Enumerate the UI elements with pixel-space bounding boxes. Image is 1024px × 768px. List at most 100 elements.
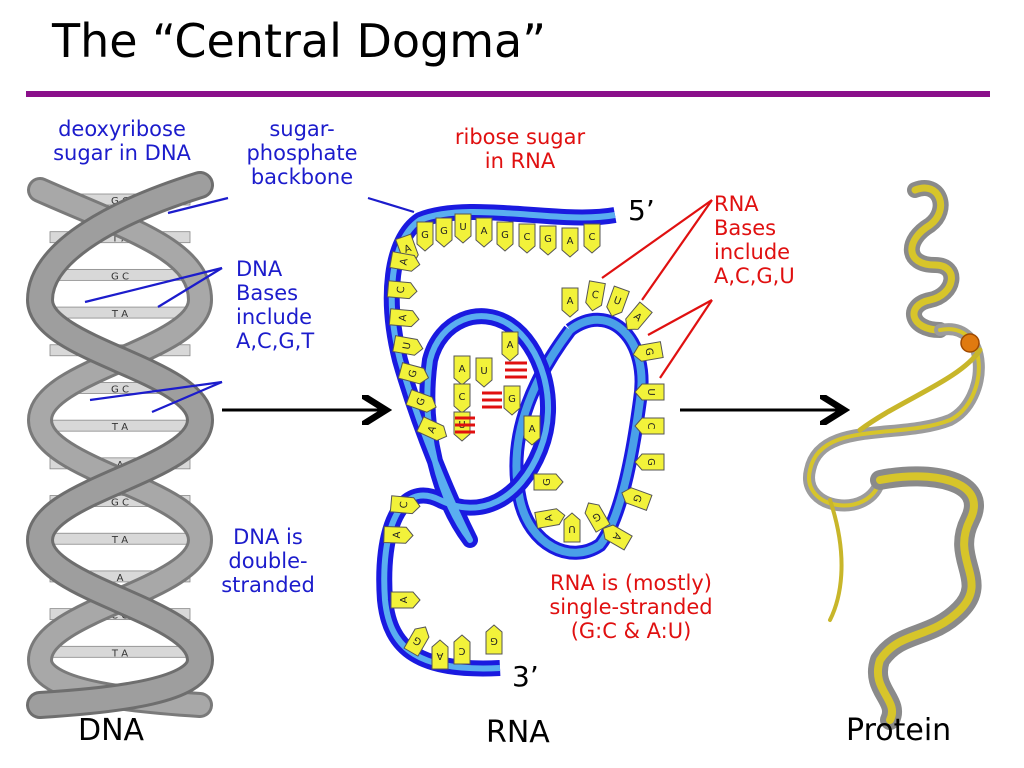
rna-base: C — [386, 280, 418, 300]
rna-base-letter: A — [398, 314, 410, 322]
rna-base: A — [602, 524, 633, 551]
label-line: A,C,G,T — [236, 328, 315, 353]
rna-base: G — [397, 362, 430, 385]
rna-base: G — [496, 221, 514, 252]
label-line: sugar- — [269, 117, 335, 141]
rna-base-letter: U — [401, 341, 413, 350]
rna-base-letter: G — [544, 234, 552, 245]
rna-base-letter: C — [589, 232, 596, 243]
rna-base-letter: G — [542, 478, 553, 486]
blue-leader-lines — [84, 196, 415, 414]
label-line: DNA is — [233, 525, 303, 549]
dna-helix: G CT AG CT AA TG CT AAG CT AAC GT AA T — [25, 171, 215, 719]
rna-base-letter: G — [645, 458, 656, 466]
rna-base: A — [383, 525, 414, 544]
label-line: deoxyribose — [58, 117, 186, 141]
rna-base: A — [534, 508, 566, 529]
rna-base: U — [634, 383, 665, 401]
rna-base: G — [503, 385, 521, 416]
rna-base: A — [416, 416, 448, 442]
rna-base-letter: U — [459, 222, 466, 233]
rna-base-letter: G — [440, 226, 448, 237]
label-line: backbone — [250, 164, 354, 189]
rna-base: U — [606, 285, 630, 317]
label-ribose: ribose sugar in RNA — [428, 125, 612, 174]
label-line: sugar in DNA — [53, 140, 191, 165]
label-line: include — [236, 304, 313, 329]
label-line: include — [714, 239, 791, 264]
rna-base: U — [454, 213, 472, 244]
rna-base-letter: A — [529, 424, 536, 435]
rna-base: G — [634, 453, 665, 471]
rna-base-letter: U — [645, 388, 656, 395]
rna-base-letter: C — [396, 286, 408, 294]
dna-base-pair-label: T A — [111, 309, 128, 320]
rna-base: A — [625, 301, 653, 330]
rna-base-pair-bonds — [455, 361, 527, 434]
rna-base: C — [583, 223, 601, 254]
rna-base-letter: A — [398, 257, 410, 266]
label-line: ribose sugar — [454, 125, 586, 149]
dna-base-pair-label: G C — [111, 271, 129, 282]
rna-base: A — [389, 251, 421, 272]
rna-base: A — [523, 415, 541, 446]
rna-base-letter: A — [426, 424, 439, 435]
rna-base-letter: C — [458, 645, 465, 656]
label-line: RNA is (mostly) — [550, 571, 712, 595]
rna-base: A — [388, 308, 420, 328]
rna-base-letter: U — [568, 523, 575, 534]
rna-base: C — [634, 417, 665, 435]
label-line: double- — [228, 548, 308, 573]
dna-base-pair-label: T A — [111, 422, 128, 433]
label-line: DNA — [236, 257, 283, 281]
rna-base: G — [621, 487, 653, 511]
rna-base-letter: G — [407, 369, 420, 379]
slide-title: The “Central Dogma” — [52, 14, 547, 68]
rna-base-letter: G — [415, 396, 428, 407]
rna-base: G — [405, 389, 437, 413]
metal-ion-sphere — [960, 333, 980, 353]
rna-base: A — [501, 331, 519, 362]
rna-base: C — [389, 495, 421, 515]
rna-base-letter: G — [421, 230, 429, 241]
rna-base: G — [435, 217, 453, 248]
rna-base-letter: A — [543, 514, 555, 523]
rna-base: A — [475, 217, 493, 248]
rna-base-letter: A — [403, 243, 413, 256]
rna-base: G — [632, 341, 664, 362]
rna-base-letter: G — [501, 230, 509, 241]
rna-base: G — [584, 502, 611, 533]
dna-strand-front-fill — [28, 174, 212, 716]
rna-base: U — [475, 357, 493, 388]
rna-base: C — [453, 634, 471, 665]
label-line: phosphate — [246, 140, 358, 165]
rna-base-letter: G — [642, 347, 654, 357]
label-rna-bases: RNA Bases include A,C,G,U — [714, 192, 795, 289]
rna-base-letter: A — [567, 296, 574, 307]
rna-base-letter: A — [481, 226, 488, 237]
rna-base-letter: U — [480, 366, 487, 377]
dna-base-pair-label: C G — [111, 611, 129, 622]
label-backbone: sugar- phosphate backbone — [228, 117, 376, 190]
label-dna-double-stranded: DNA is double- stranded — [206, 525, 330, 598]
rna-base: A — [561, 287, 579, 318]
dna-base-pair-label: G C — [111, 498, 129, 509]
rna-base-letter: G — [490, 635, 498, 646]
rna-base-letter: U — [612, 295, 623, 308]
rna-base-letter: A — [392, 531, 403, 538]
rna-base: G — [485, 624, 503, 655]
rna-base: U — [392, 335, 424, 356]
label-line: single-stranded — [549, 594, 713, 619]
dna-base-pair-label: T A — [111, 648, 128, 659]
rna-base: C — [585, 280, 606, 312]
dna-base-pair-label: G C — [111, 384, 129, 395]
label-line: A,C,G,U — [714, 263, 795, 288]
rna-base: C — [453, 383, 471, 414]
rna-base: A — [390, 591, 421, 609]
rna-base-letter: A — [610, 531, 623, 543]
label-dna-bases: DNA Bases include A,C,G,T — [236, 257, 315, 354]
rna-base-letter: C — [399, 501, 411, 509]
